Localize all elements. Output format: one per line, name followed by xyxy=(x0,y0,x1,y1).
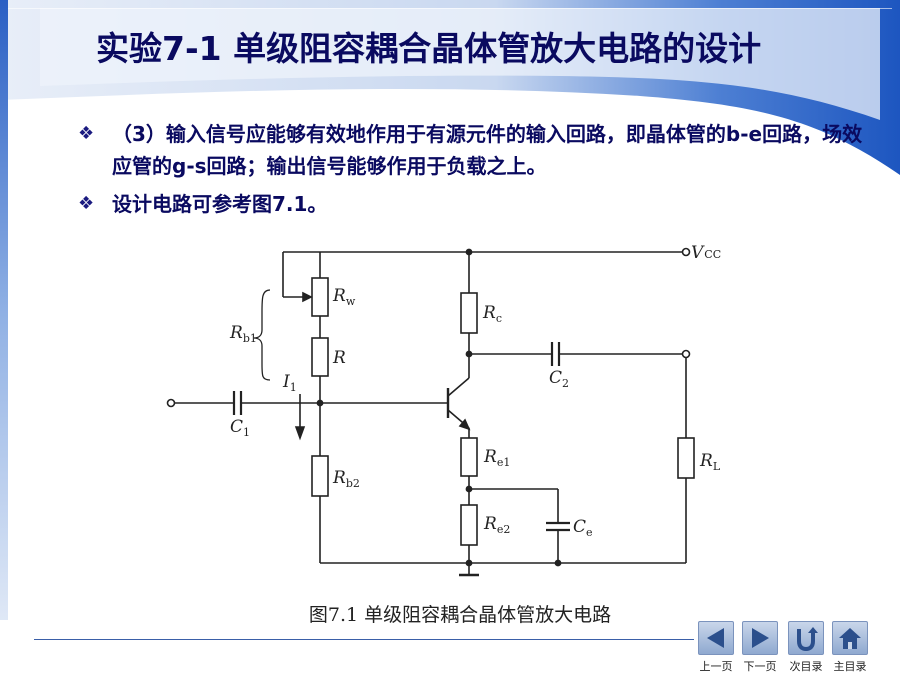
figure-caption: 图7.1 单级阻容耦合晶体管放大电路 xyxy=(308,604,612,626)
label-rb2: Rb2 xyxy=(332,468,360,490)
label-re2: Re2 xyxy=(483,514,510,536)
resistor-r xyxy=(311,337,329,377)
resistor-re2 xyxy=(460,504,478,546)
prev-page-label: 上一页 xyxy=(699,660,733,673)
return-arrow-icon xyxy=(797,627,818,652)
label-re1: Re1 xyxy=(483,447,510,469)
main-contents-label: 主目录 xyxy=(833,660,867,673)
diamond-bullet-icon: ❖ xyxy=(78,193,95,214)
input-terminal xyxy=(166,398,176,408)
diamond-bullet-icon: ❖ xyxy=(78,123,95,144)
prev-page-button[interactable] xyxy=(698,621,734,655)
resistor-rw xyxy=(311,277,329,317)
label-i1: I1 xyxy=(282,372,297,394)
resistor-rb2 xyxy=(311,455,329,497)
label-ce: Ce xyxy=(573,517,593,539)
bullet-text: （3）输入信号应能够有效地作用于有源元件的输入回路，即晶体管的b-e回路，场效应… xyxy=(112,122,863,178)
home-icon xyxy=(839,628,861,649)
slide-navigation: 上一页 下一页 次目录 主目录 xyxy=(695,621,875,673)
bullet-text: 设计电路可参考图7.1。 xyxy=(112,192,328,216)
label-rw: Rw xyxy=(332,286,356,308)
next-page-label: 下一页 xyxy=(743,660,777,673)
sub-contents-button[interactable] xyxy=(788,621,824,655)
label-vcc: VCC xyxy=(691,243,721,263)
label-rl: RL xyxy=(699,451,721,473)
label-c1: C1 xyxy=(230,417,250,439)
slide-title: 实验7-1 单级阻容耦合晶体管放大电路的设计 xyxy=(96,29,762,68)
bullet-item: ❖ 设计电路可参考图7.1。 xyxy=(76,188,866,220)
vcc-terminal xyxy=(681,247,691,257)
bullet-list: ❖ （3）输入信号应能够有效地作用于有源元件的输入回路，即晶体管的b-e回路，场… xyxy=(76,118,866,220)
arrow-right-icon xyxy=(752,628,769,648)
left-bar xyxy=(0,0,8,620)
rb1-brace xyxy=(253,289,271,381)
sub-contents-label: 次目录 xyxy=(789,660,823,673)
resistor-rc xyxy=(460,292,478,334)
transistor-collector xyxy=(447,377,470,397)
resistor-rl xyxy=(677,437,695,479)
wiper-arrowhead xyxy=(302,291,313,303)
footer-divider xyxy=(34,639,694,640)
label-c2: C2 xyxy=(549,368,569,390)
main-contents-button[interactable] xyxy=(832,621,868,655)
label-rc: Rc xyxy=(482,303,502,325)
header-swoosh-highlight xyxy=(40,8,880,120)
output-terminal xyxy=(681,349,691,359)
label-r: R xyxy=(332,348,346,368)
resistor-re1 xyxy=(460,437,478,477)
bullet-item: ❖ （3）输入信号应能够有效地作用于有源元件的输入回路，即晶体管的b-e回路，场… xyxy=(76,118,866,182)
arrow-left-icon xyxy=(707,628,724,648)
current-arrowhead xyxy=(294,426,306,441)
junction xyxy=(465,248,473,256)
emitter-arrowhead xyxy=(458,418,471,431)
label-rb1: Rb1 xyxy=(229,323,257,345)
junction xyxy=(554,559,562,567)
next-page-button[interactable] xyxy=(742,621,778,655)
